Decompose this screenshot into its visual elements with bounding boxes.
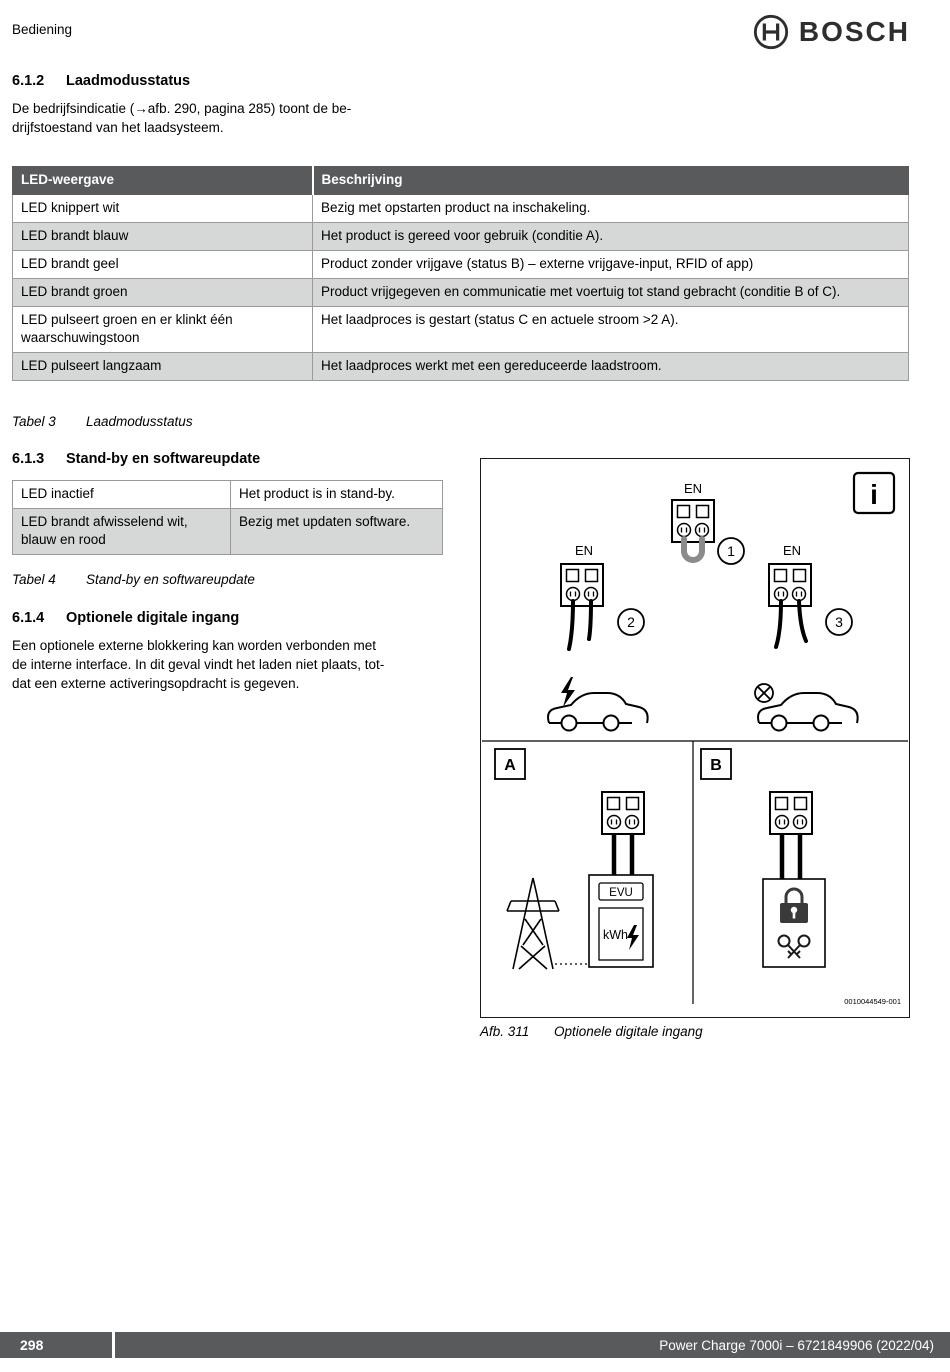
section-title: Optionele digitale ingang: [66, 610, 240, 626]
wallbox-left: [560, 563, 604, 607]
label-en-left: EN: [575, 543, 593, 558]
section-heading-613: 6.1.3 Stand-by en softwareupdate: [12, 451, 260, 467]
caption-text: Stand-by en softwareupdate: [86, 572, 255, 587]
charging-cable: [774, 599, 783, 649]
standby-table: LED inactief Het product is in stand-by.…: [12, 480, 443, 555]
led-cell: LED brandt groen: [12, 278, 313, 307]
led-cell: LED pulseert groen en er klinkt één waar…: [12, 306, 313, 353]
table-row: LED knippert wit Bezig met opstarten pro…: [12, 194, 909, 223]
caption-label: Afb. 311: [480, 1024, 530, 1039]
page-header-title: Bediening: [12, 22, 73, 37]
car-not-charging: [757, 692, 859, 732]
led-cell: LED inactief: [12, 480, 231, 509]
led-cell: LED brandt blauw: [12, 222, 313, 251]
table-row: LED brandt groen Product vrijgegeven en …: [12, 278, 909, 307]
callout-2: 2: [617, 608, 645, 636]
table-row: LED inactief Het product is in stand-by.: [12, 480, 443, 509]
caption-text: Optionele digitale ingang: [554, 1024, 703, 1039]
label-en-top: EN: [684, 481, 702, 496]
label-en-right: EN: [783, 543, 801, 558]
svg-text:3: 3: [835, 614, 843, 630]
kwh-box: [598, 907, 644, 961]
desc-cell: Product vrijgegeven en communicatie met …: [312, 278, 909, 307]
kwh-label: kWh: [603, 928, 628, 942]
caption-label: Tabel 3: [12, 414, 56, 429]
caption-label: Tabel 4: [12, 572, 56, 587]
section-number: 6.1.3: [12, 451, 45, 467]
lock-icon: [780, 887, 808, 923]
column-header-desc: Beschrijving: [312, 166, 909, 195]
no-charging-icon: [754, 683, 774, 703]
table3-caption: Tabel 3 Laadmodusstatus: [12, 414, 193, 429]
table-header-row: LED-weergave Beschrijving: [12, 166, 909, 195]
document-info: Power Charge 7000i – 6721849906 (2022/04…: [115, 1332, 950, 1358]
page-number: 298: [0, 1332, 112, 1358]
wallbox-right: [768, 563, 812, 607]
charging-cable: [587, 599, 593, 641]
meter-unit: EVU kWh: [588, 874, 654, 968]
column-header-led: LED-weergave: [12, 166, 314, 195]
charging-cable: [797, 599, 808, 643]
table-row: LED brandt blauw Het product is gereed v…: [12, 222, 909, 251]
caption-text: Laadmodusstatus: [86, 414, 193, 429]
plug-loop-icon: [681, 536, 705, 563]
section-heading-612: 6.1.2 Laadmodusstatus: [12, 73, 190, 89]
bosch-wordmark: BOSCH: [798, 16, 910, 47]
desc-cell: Het product is gereed voor gebruik (cond…: [312, 222, 909, 251]
section-heading-614: 6.1.4 Optionele digitale ingang: [12, 610, 239, 626]
desc-cell: Het product is in stand-by.: [230, 480, 443, 509]
led-cell: LED knippert wit: [12, 194, 313, 223]
table4-caption: Tabel 4 Stand-by en softwareupdate: [12, 572, 255, 587]
svg-text:2: 2: [627, 614, 635, 630]
access-control-unit: [762, 878, 826, 968]
svg-text:B: B: [710, 757, 722, 774]
evu-box: [598, 882, 644, 901]
page-footer: 298 Power Charge 7000i – 6721849906 (202…: [0, 1332, 950, 1358]
figure-311-diagram: i EN 1 EN 2 EN: [482, 471, 908, 1006]
car-charging: [547, 692, 649, 732]
power-tower-icon: [506, 877, 560, 970]
figure-code: 0010044549-001: [844, 997, 901, 1006]
charging-bolt-icon: [561, 677, 575, 707]
bolt-icon: [627, 925, 639, 950]
figure-caption: Afb. 311 Optionele digitale ingang: [480, 1024, 703, 1039]
section-number: 6.1.4: [12, 610, 45, 626]
desc-cell: Bezig met opstarten product na inschakel…: [312, 194, 909, 223]
callout-1: 1: [717, 537, 745, 565]
table-row: LED pulseert langzaam Het laadproces wer…: [12, 352, 909, 381]
figure-311: i EN 1 EN 2 EN: [480, 458, 910, 1018]
footer-divider: [112, 1332, 115, 1358]
info-icon: i: [852, 471, 896, 515]
section-a-label: A: [494, 748, 526, 780]
table-row: LED brandt geel Product zonder vrijgave …: [12, 250, 909, 279]
svg-text:i: i: [870, 479, 878, 510]
table-row: LED pulseert groen en er klinkt één waar…: [12, 306, 909, 353]
section-title: Laadmodusstatus: [66, 73, 191, 89]
desc-cell: Bezig met updaten software.: [230, 508, 443, 555]
bosch-armature-icon: [753, 14, 788, 50]
section-612-body: De bedrijfsindicatie (→afb. 290, pagina …: [12, 101, 352, 135]
desc-cell: Product zonder vrijgave (status B) – ext…: [312, 250, 909, 279]
led-cell: LED pulseert langzaam: [12, 352, 313, 381]
charging-cable: [567, 599, 575, 651]
table-row: LED brandt afwisselend wit, blauw en roo…: [12, 508, 443, 555]
evu-label: EVU: [609, 887, 633, 899]
section-number: 6.1.2: [12, 73, 45, 89]
svg-text:A: A: [504, 757, 516, 774]
keys-icon: [777, 934, 811, 959]
desc-cell: Het laadproces werkt met een gereduceerd…: [312, 352, 909, 381]
bosch-logo: BOSCH: [752, 13, 910, 51]
wallbox-a: [601, 791, 645, 835]
led-cell: LED brandt geel: [12, 250, 313, 279]
wallbox-b: [769, 791, 813, 835]
led-cell: LED brandt afwisselend wit, blauw en roo…: [12, 508, 231, 555]
wallbox-top: [671, 499, 715, 543]
callout-3: 3: [825, 608, 853, 636]
svg-text:1: 1: [727, 543, 735, 559]
section-title: Stand-by en softwareupdate: [66, 451, 261, 467]
desc-cell: Het laadproces is gestart (status C en a…: [312, 306, 909, 353]
section-614-body: Een optionele externe blokkering kan wor…: [12, 638, 385, 691]
led-status-table: LED-weergave Beschrijving LED knippert w…: [12, 166, 909, 381]
section-b-label: B: [700, 748, 732, 780]
